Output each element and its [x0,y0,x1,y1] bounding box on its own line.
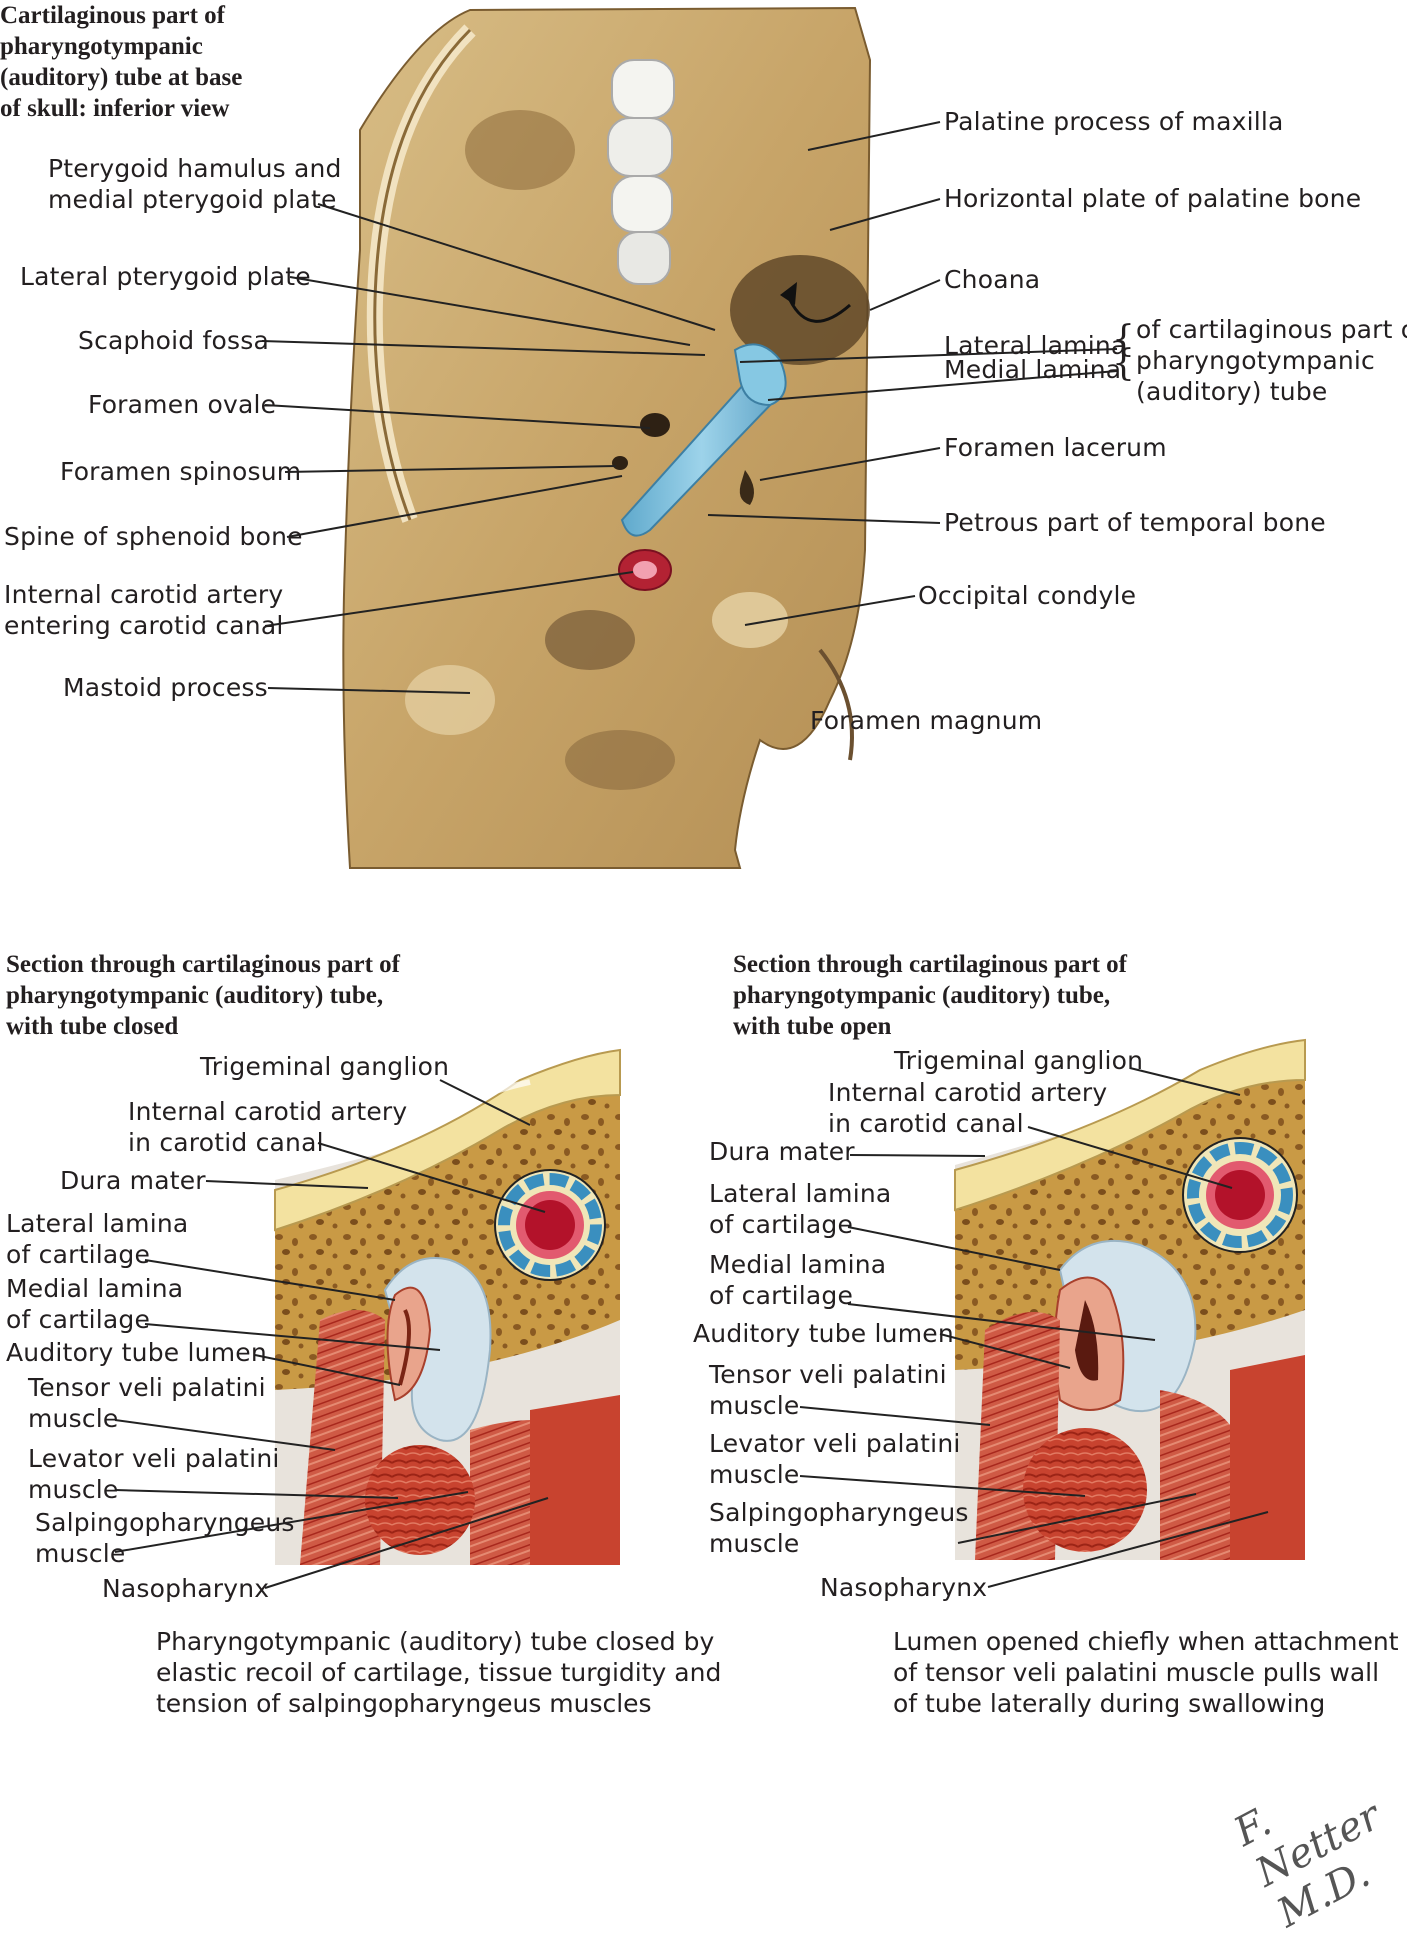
label-occipital-condyle: Occipital condyle [918,581,1137,610]
label-horizontal-plate: Horizontal plate of palatine bone [944,184,1362,213]
open-label-levator-veli-palatini: Levator veli palatini muscle [709,1429,961,1489]
closed-label-lateral-lamina: Lateral lamina of cartilage [6,1209,189,1269]
label-scaphoid-fossa: Scaphoid fossa [78,326,269,355]
leader-lines-top [261,121,1118,694]
closed-label-dura-mater: Dura mater [60,1166,206,1195]
foramen-spinosum [612,456,628,470]
open-caption: Lumen opened chiefly when attachment of … [893,1627,1399,1718]
brace-lateral: { [1112,319,1135,360]
closed-label-tensor-veli-palatini: Tensor veli palatini muscle [28,1373,266,1433]
label-palatine-process: Palatine process of maxilla [944,107,1284,136]
leader-lines-open [799,1067,1269,1588]
choana-arrow [788,299,851,323]
label-lateral-lamina: Lateral lamina [944,331,1127,360]
open-label-internal-carotid: Internal carotid artery in carotid canal [828,1078,1108,1138]
foramen-ovale [640,413,670,437]
section-open-illustration [954,1038,1306,1560]
label-pterygoid-hamulus: Pterygoid hamulus and medial pterygoid p… [48,154,342,214]
open-label-auditory-tube-lumen: Auditory tube lumen [693,1319,954,1348]
closed-label-levator-veli-palatini: Levator veli palatini muscle [28,1444,280,1504]
label-medial-lamina: Medial lamina [944,355,1122,384]
auditory-tube-cartilage [620,343,787,537]
open-label-tensor-veli-palatini: Tensor veli palatini muscle [709,1360,947,1420]
closed-label-internal-carotid: Internal carotid artery in carotid canal [128,1097,408,1157]
top-title: Cartilaginous part of pharyngotympanic (… [0,2,243,122]
open-label-salpingopharyngeus: Salpingopharyngeus muscle [709,1498,969,1558]
section-closed-illustration [274,1048,621,1565]
closed-label-trigeminal-ganglion: Trigeminal ganglion [200,1052,450,1081]
open-label-medial-lamina: Medial lamina of cartilage [709,1250,887,1310]
closed-section-title: Section through cartilaginous part of ph… [6,951,400,1040]
label-foramen-ovale: Foramen ovale [88,390,277,419]
foramen-lacerum [739,470,754,505]
label-choana: Choana [944,265,1041,294]
label-foramen-spinosum: Foramen spinosum [60,457,302,486]
label-lamina-group: of cartilaginous part of pharyngotympani… [1136,315,1407,406]
label-foramen-lacerum: Foramen lacerum [944,433,1167,462]
illustration [114,6,1306,1589]
closed-label-salpingopharyngeus: Salpingopharyngeus muscle [35,1508,295,1568]
open-label-lateral-lamina: Lateral lamina of cartilage [709,1179,892,1239]
closed-label-medial-lamina: Medial lamina of cartilage [6,1274,184,1334]
closed-label-nasopharynx: Nasopharynx [102,1574,270,1603]
choana [730,255,870,365]
closed-label-auditory-tube-lumen: Auditory tube lumen [6,1338,267,1367]
open-label-trigeminal-ganglion: Trigeminal ganglion [894,1046,1144,1075]
label-internal-carotid-entering: Internal carotid artery entering carotid… [4,580,284,640]
open-section-title: Section through cartilaginous part of ph… [733,951,1127,1040]
closed-caption: Pharyngotympanic (auditory) tube closed … [156,1627,722,1718]
leader-lines-closed [114,1079,549,1589]
skull-base-illustration [342,6,872,869]
label-spine-of-sphenoid: Spine of sphenoid bone [4,522,303,551]
open-label-dura-mater: Dura mater [709,1137,855,1166]
label-foramen-magnum: Foramen magnum [810,706,1043,735]
teeth [607,59,675,285]
label-lateral-pterygoid-plate: Lateral pterygoid plate [20,262,311,291]
brace-medial: { [1112,343,1135,384]
label-petrous-part: Petrous part of temporal bone [944,508,1326,537]
label-mastoid-process: Mastoid process [63,673,268,702]
open-label-nasopharynx: Nasopharynx [820,1573,988,1602]
